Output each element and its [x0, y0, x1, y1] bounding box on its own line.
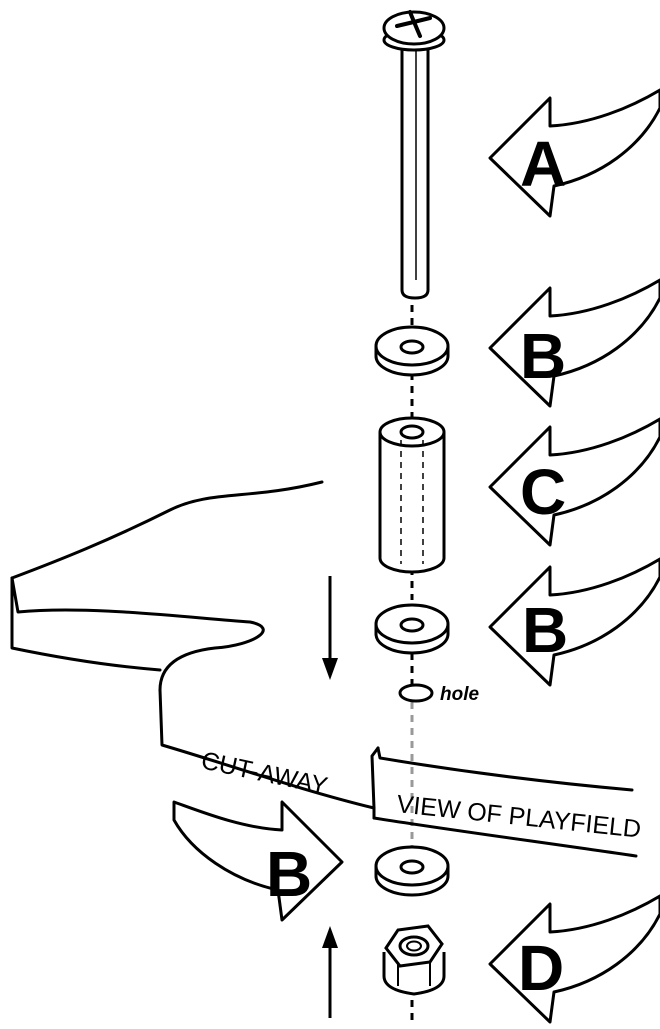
callout-b3-arrow [172, 800, 344, 922]
arrow-down [322, 576, 338, 680]
callout-b2-letter: B [522, 594, 568, 666]
callout-b1-arrow [488, 278, 660, 408]
callout-d-arrow [488, 894, 660, 1024]
callout-a-arrow [488, 88, 660, 218]
callout-b2-arrow [488, 557, 660, 687]
callout-d-letter: D [518, 932, 564, 1004]
hole-marker [398, 683, 434, 703]
callout-c-letter: C [520, 456, 566, 528]
arrow-up [322, 926, 338, 1018]
cutaway-label: CUT-AWAY [199, 746, 331, 800]
callout-b1-letter: B [520, 320, 566, 392]
hole-label: hole [440, 684, 479, 705]
washer-bottom [374, 845, 450, 897]
screw [382, 10, 446, 300]
view-of-playfield-label: VIEW OF PLAYFIELD [395, 790, 642, 844]
callout-a-letter: A [520, 128, 566, 200]
callout-b3-letter: B [266, 838, 312, 910]
lock-nut [382, 924, 446, 996]
spacer [378, 416, 446, 574]
callout-c-arrow [488, 417, 660, 547]
washer-top [374, 325, 450, 377]
playfield-cutaway [10, 480, 638, 858]
washer-middle [374, 603, 450, 655]
